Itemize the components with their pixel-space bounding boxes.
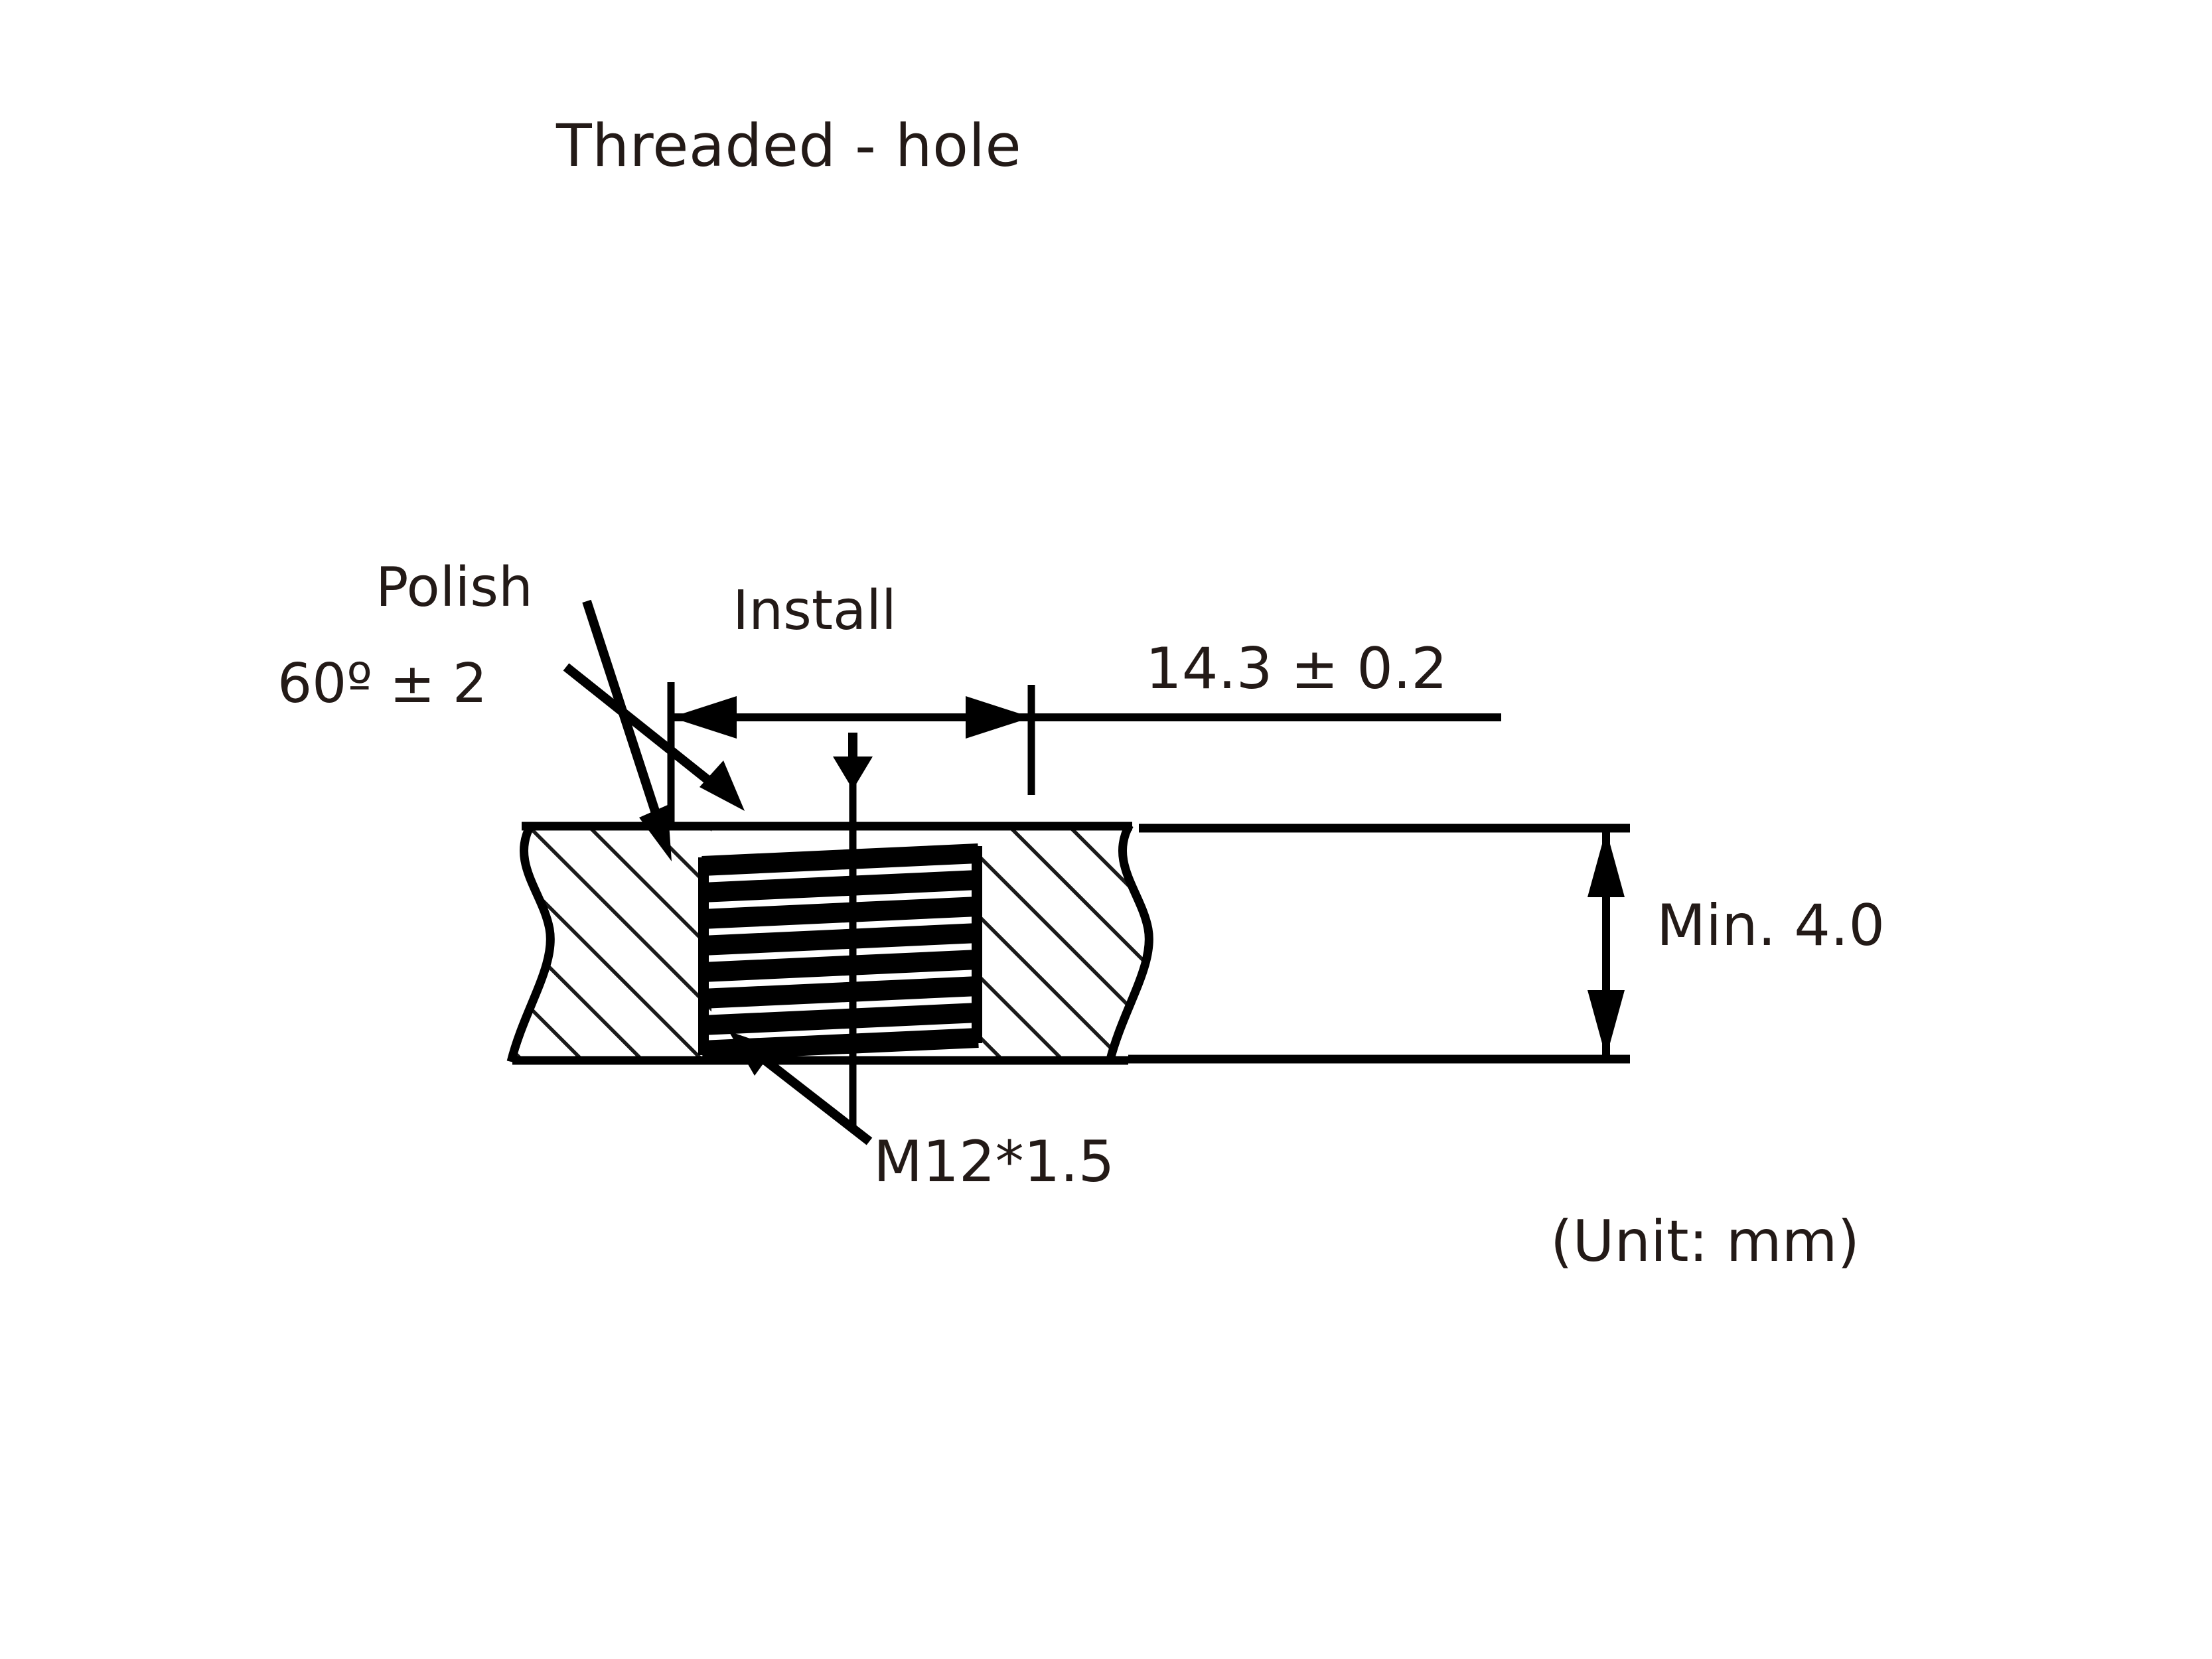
install-direction-arrow-icon bbox=[833, 733, 873, 790]
unit-note-label: (Unit: mm) bbox=[1550, 1208, 1860, 1275]
chamfer-angle-leader-arrow-icon bbox=[700, 760, 745, 811]
dimension-arrow-left-icon bbox=[671, 696, 737, 739]
dimension-arrow-down-icon bbox=[1587, 990, 1625, 1058]
thread-designation-label: M12*1.5 bbox=[873, 1129, 1115, 1195]
internal-thread-profile bbox=[698, 843, 982, 1060]
thread-spec-leader-line bbox=[729, 1031, 873, 1145]
install-depth-dimension-label: 14.3 ± 0.2 bbox=[1145, 636, 1447, 702]
install-annotation-label: Install bbox=[733, 579, 897, 642]
page-title: Threaded - hole bbox=[556, 111, 1022, 180]
right-break-line bbox=[1105, 822, 1153, 1063]
chamfer-angle-label: 60º ± 2 bbox=[277, 652, 487, 715]
left-break-line bbox=[506, 822, 555, 1063]
dimension-arrow-up-icon bbox=[1587, 830, 1625, 897]
polish-leader-arrow-icon bbox=[639, 805, 672, 861]
chamfer-angle-leader-line bbox=[563, 663, 745, 811]
dimension-arrow-right-icon bbox=[966, 696, 1031, 739]
thread-spec-leader-arrow-icon bbox=[729, 1031, 775, 1076]
material-cross-section bbox=[506, 822, 1153, 1065]
polish-annotation-label: Polish bbox=[376, 556, 533, 619]
min-thickness-dimension-label: Min. 4.0 bbox=[1657, 893, 1885, 959]
min-thickness-dimension bbox=[1128, 824, 1630, 1064]
install-depth-dimension bbox=[667, 682, 1501, 830]
right-material-hatching bbox=[974, 826, 1149, 1060]
